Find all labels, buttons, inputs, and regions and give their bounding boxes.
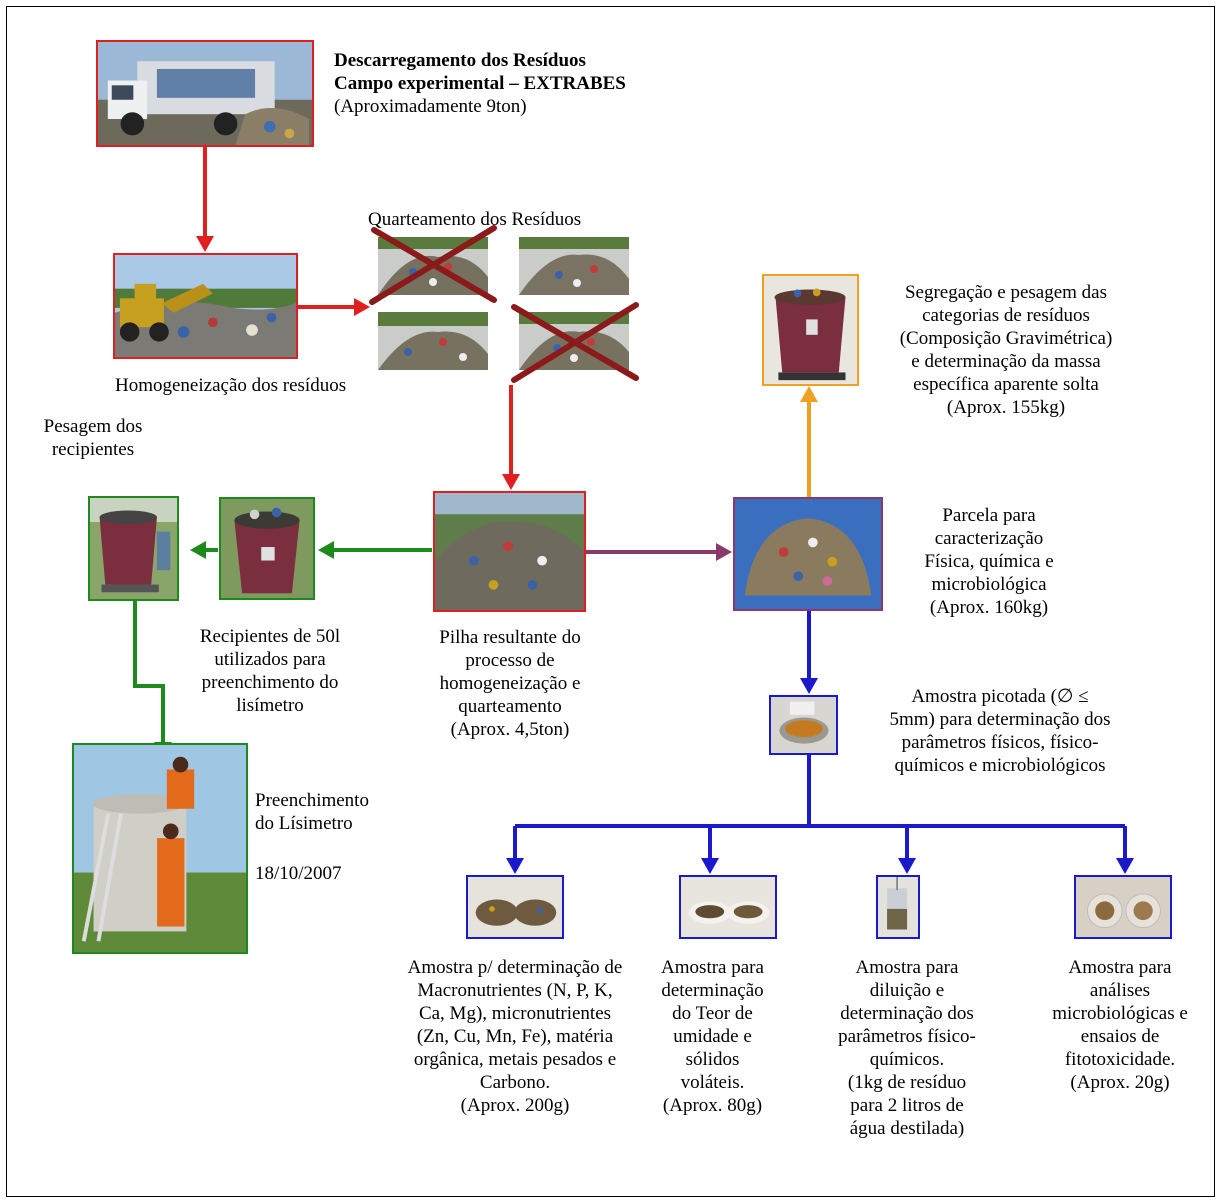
sample4-text-5: fitotoxicidade.	[1064, 1049, 1176, 1070]
segregation-text-5: específica aparente solta	[913, 374, 1099, 395]
quartering-label: Quarteamento dos Resíduos	[368, 209, 582, 230]
segregation-text-3: (Composição Gravimétrica)	[899, 328, 1113, 349]
lysimeter-text-2: do Lísimetro	[255, 813, 353, 834]
sample2-text-1: Amostra para	[661, 957, 764, 978]
homogenization-label: Homogeneização dos resíduos	[115, 375, 347, 396]
header-title-line2: Campo experimental – EXTRABES	[334, 73, 626, 94]
sample3-text-2: diluição e	[869, 980, 945, 1001]
sample1-text-1: Amostra p/ determinação de	[407, 957, 623, 978]
chopped-text-2: 5mm) para determinação dos	[889, 709, 1111, 730]
arrow-recipients-to-weighing	[190, 541, 218, 559]
parcel-text-1: Parcela para	[942, 505, 1036, 526]
recipients-text-3: preenchimento do	[201, 672, 339, 693]
sample4-text-2: análises	[1089, 980, 1151, 1001]
chopped-text-4: químicos e microbiológicos	[894, 755, 1106, 776]
recipients-text-4: lisímetro	[236, 695, 304, 716]
garbage-truck-photo	[96, 40, 314, 147]
sample-macronutrients-photo	[466, 875, 564, 939]
sample3-text-4: parâmetros físico-	[838, 1026, 976, 1047]
sample4-text-4: ensaios de	[1080, 1026, 1160, 1047]
diagram-frame	[6, 6, 1215, 1197]
parcel-text-3: Física, química e	[924, 551, 1054, 572]
parcel-text-5: (Aprox. 160kg)	[929, 597, 1049, 618]
pile-text-1: Pilha resultante do	[439, 627, 581, 648]
sample2-text-5: sólidos	[685, 1049, 740, 1070]
sample-microbiology-photo	[1074, 875, 1172, 939]
sample1-text-6: Carbono.	[479, 1072, 551, 1093]
sample1-text-4: (Zn, Cu, Mn, Fe), matéria	[416, 1026, 614, 1047]
sample2-text-4: umidade e	[673, 1026, 752, 1047]
arrow-tree-to-samples	[506, 755, 1134, 874]
sample3-text-5: químicos.	[869, 1049, 945, 1070]
arrow-pile-to-recipients	[318, 541, 432, 559]
chopped-text-1: Amostra picotada (∅ ≤	[911, 686, 1089, 707]
resulting-pile-photo	[433, 491, 586, 612]
sample-moisture-photo	[679, 875, 777, 939]
loader-homogenization-photo	[113, 253, 298, 359]
pile-text-2: processo de	[465, 650, 555, 671]
arrow-pile-to-parcel	[586, 543, 732, 561]
chopped-sample-photo	[769, 695, 838, 755]
segregation-bin-photo	[762, 274, 859, 386]
recipients-text-1: Recipientes de 50l	[199, 626, 341, 647]
header-title-line1: Descarregamento dos Resíduos	[334, 50, 586, 71]
chopped-text-3: parâmetros físicos, físico-	[901, 732, 1099, 753]
sample4-text-1: Amostra para	[1068, 957, 1172, 978]
recipients-text-2: utilizados para	[214, 649, 326, 670]
segregation-text-4: e determinação da massa	[911, 351, 1101, 372]
sample3-text-6: (1kg de resíduo	[847, 1072, 967, 1093]
lysimeter-filling-photo	[72, 743, 248, 954]
arrow-parcel-to-chopped-sample	[800, 610, 818, 694]
sample3-text-1: Amostra para	[855, 957, 959, 978]
arrow-parcel-to-segregation	[800, 386, 818, 498]
sample1-text-5: orgânica, metais pesados e	[413, 1049, 617, 1070]
sample2-text-3: do Teor de	[672, 1003, 753, 1024]
sample3-text-3: determinação dos	[840, 1003, 974, 1024]
sample1-text-7: (Aprox. 200g)	[460, 1095, 570, 1116]
sample4-text-3: microbiológicas e	[1052, 1003, 1188, 1024]
segregation-text-2: categorias de resíduos	[922, 305, 1090, 326]
pile-text-4: quarteamento	[458, 696, 562, 717]
sample3-text-7: para 2 litros de	[850, 1095, 964, 1116]
recipients-bin-photo	[219, 497, 315, 600]
weighing-bin-photo	[88, 496, 179, 601]
header-subtitle: (Aproximadamente 9ton)	[334, 96, 527, 117]
weighing-text-2: recipientes	[51, 439, 135, 460]
sample2-text-7: (Aprox. 80g)	[662, 1095, 763, 1116]
sample1-text-2: Macronutrientes (N, P, K,	[417, 980, 613, 1001]
arrow-quartering-to-pile	[502, 385, 520, 490]
pile-text-3: homogeneização e	[439, 673, 581, 694]
parcel-text-2: caracterização	[934, 528, 1044, 549]
sample2-text-2: determinação	[661, 980, 764, 1001]
weighing-text-1: Pesagem dos	[43, 416, 143, 437]
sample1-text-3: Ca, Mg), micronutrientes	[418, 1003, 612, 1024]
lysimeter-date: 18/10/2007	[255, 863, 342, 884]
segregation-text-1: Segregação e pesagem das	[904, 282, 1108, 303]
parcel-sample-photo	[733, 497, 883, 611]
sample2-text-6: voláteis.	[680, 1072, 745, 1093]
pile-text-5: (Aprox. 4,5ton)	[450, 719, 570, 740]
parcel-text-4: microbiológica	[931, 574, 1047, 595]
lysimeter-text-1: Preenchimento	[255, 790, 369, 811]
quarter-pile-bottom-left	[378, 312, 488, 370]
sample4-text-6: (Aprox. 20g)	[1070, 1072, 1170, 1093]
segregation-text-6: (Aprox. 155kg)	[946, 397, 1066, 418]
arrow-homogenization-to-quartering	[298, 298, 370, 316]
sample3-text-8: água destilada)	[849, 1118, 965, 1139]
quarter-pile-top-right	[519, 237, 629, 295]
sample-dilution-photo	[876, 875, 920, 939]
arrow-truck-to-homogenization	[196, 147, 214, 252]
